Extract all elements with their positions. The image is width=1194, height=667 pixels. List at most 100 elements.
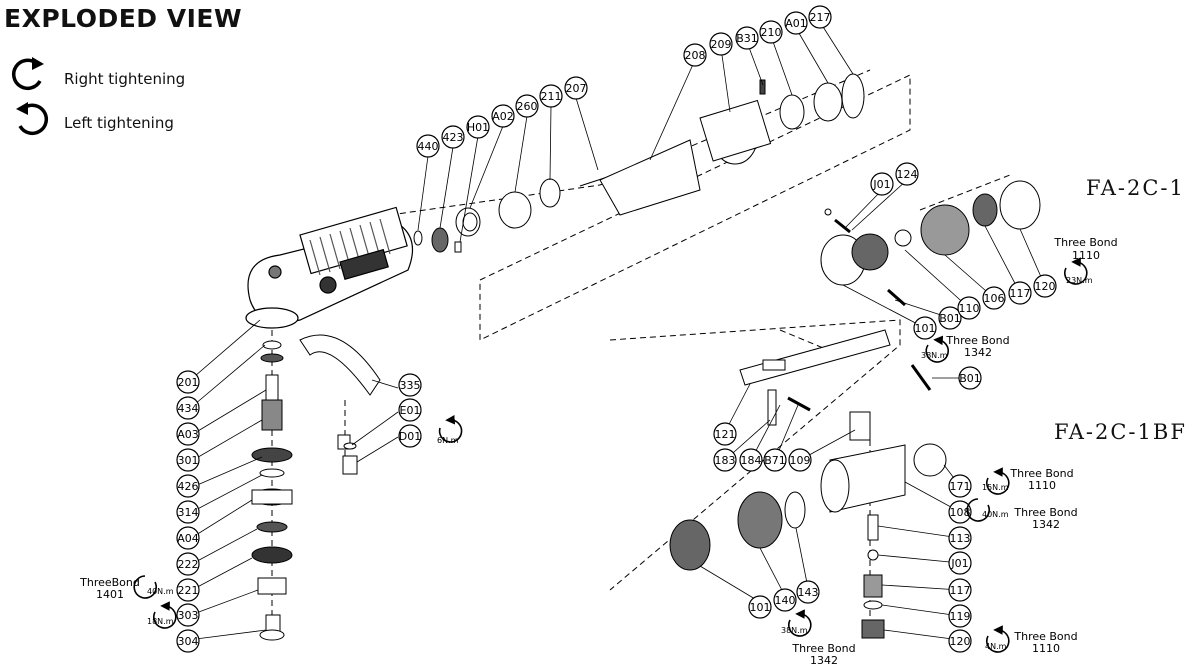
part-number: 143 bbox=[798, 586, 819, 599]
part-bubble: 260 bbox=[515, 94, 539, 118]
torque-value: 15N.m bbox=[982, 483, 1009, 492]
part-number: 184 bbox=[741, 454, 762, 467]
part-number: 119 bbox=[950, 610, 971, 623]
part-number: 221 bbox=[178, 584, 199, 597]
part-bubble: B01 bbox=[958, 366, 982, 390]
torque-value: 40N.m bbox=[982, 510, 1009, 519]
part-bubble: 208 bbox=[683, 43, 707, 67]
page-title: EXPLODED VIEW bbox=[4, 4, 243, 33]
part-number: 120 bbox=[950, 635, 971, 648]
part-bubble: 108 bbox=[948, 500, 972, 524]
part-number: 106 bbox=[984, 292, 1005, 305]
part-number: B01 bbox=[939, 312, 961, 325]
part-number: B71 bbox=[764, 454, 786, 467]
sealant-note: Three Bond bbox=[1013, 630, 1077, 643]
torque-value: 18N.m bbox=[147, 617, 174, 626]
grinder-body bbox=[245, 206, 414, 329]
torque-value: 38N.m bbox=[781, 626, 808, 635]
part-bubble: 434 bbox=[176, 396, 200, 420]
left-tightening-legend-icon bbox=[16, 102, 49, 136]
part-number: 101 bbox=[750, 601, 771, 614]
part-number: H01 bbox=[467, 121, 489, 134]
part-number: 217 bbox=[810, 11, 831, 24]
part-bubble: 117 bbox=[1008, 281, 1032, 305]
sealant-note: ThreeBond bbox=[79, 576, 140, 589]
part-number: 301 bbox=[178, 454, 199, 467]
part-number: 124 bbox=[897, 168, 918, 181]
part-number: 120 bbox=[1035, 280, 1056, 293]
part-bubble: 301 bbox=[176, 448, 200, 472]
sealant-note: Three Bond bbox=[1053, 236, 1117, 249]
part-bubble: B71 bbox=[763, 448, 787, 472]
part-bubble: 335 bbox=[398, 373, 422, 397]
part-number: 222 bbox=[178, 558, 199, 571]
part-number: 117 bbox=[1010, 287, 1031, 300]
part-number: A02 bbox=[492, 110, 514, 123]
sealant-number: 1110 bbox=[1028, 479, 1056, 492]
torque-value: 6N.m bbox=[437, 436, 459, 445]
part-number: A01 bbox=[785, 17, 807, 30]
sealant-number: 1342 bbox=[964, 346, 992, 359]
part-bubble: 207 bbox=[564, 76, 588, 100]
part-bubble: A04 bbox=[176, 526, 200, 550]
part-number: 303 bbox=[178, 609, 199, 622]
part-bubble: 184 bbox=[739, 448, 763, 472]
part-number: 208 bbox=[685, 49, 706, 62]
part-number: 110 bbox=[959, 302, 980, 315]
sealant-number: 1342 bbox=[810, 654, 838, 667]
right-tightening-legend-icon bbox=[11, 57, 44, 91]
sealant-note: Three Bond bbox=[791, 642, 855, 655]
part-bubble: H01 bbox=[466, 115, 490, 139]
part-bubble: 303 bbox=[176, 603, 200, 627]
part-bubble: 120 bbox=[948, 629, 972, 653]
torque-value: 40N.m bbox=[147, 587, 174, 596]
part-number: 335 bbox=[400, 379, 421, 392]
part-number: A03 bbox=[177, 428, 199, 441]
left-tightening-label: Left tightening bbox=[64, 114, 174, 132]
part-bubble: 304 bbox=[176, 629, 200, 653]
part-number: 304 bbox=[178, 635, 199, 648]
sealant-note: Three Bond bbox=[1009, 467, 1073, 480]
part-number: 109 bbox=[790, 454, 811, 467]
part-bubble: 109 bbox=[788, 448, 812, 472]
part-number: 314 bbox=[178, 506, 199, 519]
part-bubble: 117 bbox=[948, 578, 972, 602]
part-bubble: 124 bbox=[895, 162, 919, 186]
torque-value: 38N.m bbox=[921, 351, 948, 360]
sealant-number: 1401 bbox=[96, 588, 124, 601]
part-number: 210 bbox=[761, 26, 782, 39]
part-number: 108 bbox=[950, 506, 971, 519]
part-number: 117 bbox=[950, 584, 971, 597]
part-number: 209 bbox=[711, 38, 732, 51]
part-bubble: 221 bbox=[176, 578, 200, 602]
part-number: 171 bbox=[950, 480, 971, 493]
part-bubble: 120 bbox=[1033, 274, 1057, 298]
part-bubble: 110 bbox=[957, 296, 981, 320]
part-number: 201 bbox=[178, 376, 199, 389]
part-number: A04 bbox=[177, 532, 199, 545]
part-bubble: E01 bbox=[398, 398, 422, 422]
part-bubble: 222 bbox=[176, 552, 200, 576]
part-number: D01 bbox=[399, 430, 421, 443]
part-number: B01 bbox=[959, 372, 981, 385]
model-label-fa-2c-1bf: FA-2C-1BF bbox=[1054, 420, 1187, 444]
part-bubble: 209 bbox=[709, 32, 733, 56]
part-bubble: 121 bbox=[713, 422, 737, 446]
part-bubble: A02 bbox=[491, 104, 515, 128]
part-bubble: 101 bbox=[913, 316, 937, 340]
part-number: 434 bbox=[178, 402, 199, 415]
part-bubble: 106 bbox=[982, 286, 1006, 310]
part-number: B31 bbox=[736, 32, 758, 45]
part-bubble: 314 bbox=[176, 500, 200, 524]
part-bubble: 183 bbox=[713, 448, 737, 472]
part-bubble: A01 bbox=[784, 11, 808, 35]
part-number: 113 bbox=[950, 532, 971, 545]
sealant-number: 1110 bbox=[1032, 642, 1060, 655]
part-bubble: 211 bbox=[539, 84, 563, 108]
part-number: 140 bbox=[775, 594, 796, 607]
part-bubble: B31 bbox=[735, 26, 759, 50]
part-bubble: 113 bbox=[948, 526, 972, 550]
part-bubble: 217 bbox=[808, 5, 832, 29]
part-number: 426 bbox=[178, 480, 199, 493]
